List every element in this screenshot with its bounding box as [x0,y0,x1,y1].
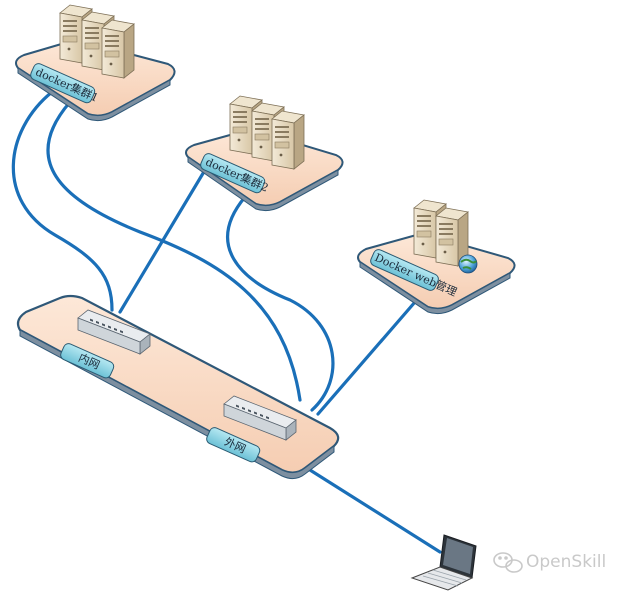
link-cluster1-external [46,100,302,402]
network-platform: 内网 外网 [16,294,340,480]
watermark-text: OpenSkill [526,552,606,572]
link-cluster1-internal-a [11,90,114,312]
link-external-laptop [308,468,442,554]
docker-cluster-2: docker集群2 [185,95,344,212]
internal-tag: 内网 [60,343,115,379]
link-web-external [316,300,417,416]
globe-icon [458,254,478,274]
wechat-icon [493,552,523,573]
link-cluster2-external [226,195,335,412]
external-tag: 外网 [206,427,261,463]
external-switch: 外网 [206,395,297,463]
link-cluster2-internal [118,168,207,314]
laptop-icon [410,534,477,591]
watermark: OpenSkill [493,552,606,573]
docker-web-management: Docker web管理 [357,199,516,315]
links [11,90,442,554]
platform [16,294,340,474]
internal-switch: 内网 [60,309,151,379]
